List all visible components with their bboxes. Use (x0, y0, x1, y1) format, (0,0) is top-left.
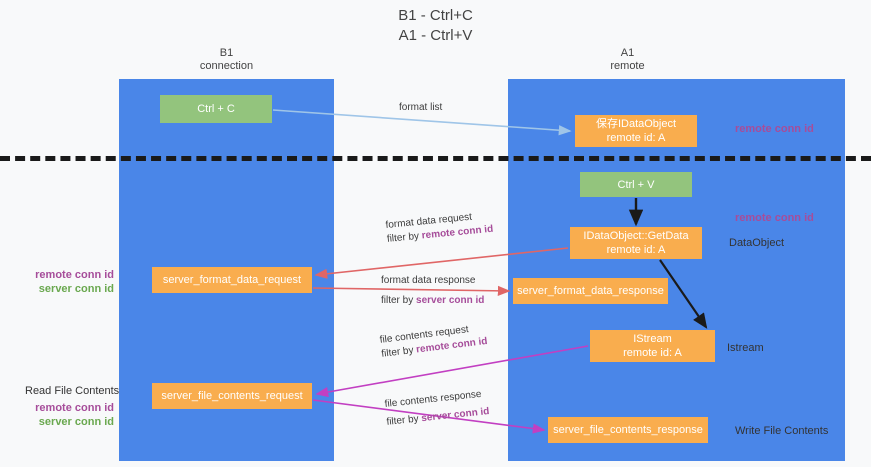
annotation-left-remote-conn-id-2: remote conn id (35, 402, 114, 414)
phase-divider (0, 156, 871, 161)
node-server-file-contents-response-label: server_file_contents_response (553, 424, 703, 436)
edge-label-file-contents-response: file contents response filter by server … (384, 387, 490, 430)
edge-label-file-contents-request: file contents request filter by remote c… (379, 321, 488, 362)
annotation-read-file-contents: Read File Contents (25, 385, 120, 397)
filter-prefix: filter by (381, 295, 417, 306)
annotation-left-conn-ids-top: remote conn id server conn id (22, 268, 114, 296)
title-line-1: B1 - Ctrl+C (398, 7, 473, 24)
node-server-format-data-request[interactable]: server_format_data_request (152, 267, 312, 293)
node-idataobject[interactable]: 保存IDataObject remote id: A (575, 115, 697, 147)
node-ctrl-v[interactable]: Ctrl + V (580, 172, 692, 197)
annotation-left-server-conn-id-2: server conn id (38, 416, 114, 428)
edge-label-format-data-response-line1: format data response (381, 275, 476, 286)
edge-label-format-data-response: format data response filter by server co… (381, 274, 484, 308)
annotation-istream: Istream (727, 342, 764, 354)
annotation-left-server-conn-id-1: server conn id (38, 283, 114, 295)
lane-header-a1-line1: A1 (620, 47, 635, 59)
node-ctrl-c-label: Ctrl + C (197, 103, 235, 115)
filter-prefix: filter by (386, 230, 423, 245)
filter-key: server conn id (420, 406, 490, 425)
lane-header-a1: A1 remote (540, 47, 715, 73)
node-server-format-data-response-label: server_format_data_response (517, 285, 664, 297)
node-idataobject-line2: remote id: A (606, 132, 666, 144)
lane-header-b1-line2: connection (199, 60, 254, 72)
lane-header-b1: B1 connection (139, 47, 314, 73)
edge-label-format-data-response-line2: filter by server conn id (381, 294, 484, 308)
node-server-format-data-request-label: server_format_data_request (162, 274, 302, 286)
annotation-left-conn-ids-bottom: remote conn id server conn id (22, 401, 114, 429)
node-ctrl-v-label: Ctrl + V (617, 178, 655, 191)
edge-label-format-data-request: format data request filter by remote con… (385, 209, 494, 247)
edge-label-format-list-text: format list (399, 102, 443, 113)
filter-key: server conn id (416, 295, 485, 306)
annotation-remote-conn-id-top: remote conn id (735, 123, 814, 135)
node-istream-line1: IStream (633, 333, 672, 345)
node-ctrl-c[interactable]: Ctrl + C (160, 95, 272, 123)
node-server-file-contents-request[interactable]: server_file_contents_request (152, 383, 312, 409)
filter-prefix: filter by (385, 413, 422, 428)
annotation-remote-conn-id-mid: remote conn id (735, 212, 814, 224)
annotation-write-file-contents: Write File Contents (735, 425, 829, 437)
annotation-left-remote-conn-id-1: remote conn id (35, 269, 114, 281)
node-istream-line2: remote id: A (623, 347, 682, 359)
annotation-dataobject: DataObject (729, 237, 785, 249)
node-server-format-data-response[interactable]: server_format_data_response (513, 278, 668, 304)
node-istream[interactable]: IStream remote id: A (590, 330, 715, 362)
node-getdata-line1: IDataObject::GetData (583, 230, 689, 242)
node-idataobject-getdata[interactable]: IDataObject::GetData remote id: A (570, 227, 702, 259)
node-server-file-contents-response[interactable]: server_file_contents_response (548, 417, 708, 443)
node-idataobject-line1: 保存IDataObject (595, 118, 677, 130)
title-line-2: A1 - Ctrl+V (398, 27, 473, 44)
node-server-file-contents-request-label: server_file_contents_request (161, 390, 303, 402)
page-title: B1 - Ctrl+C A1 - Ctrl+V (0, 6, 871, 46)
filter-prefix: filter by (380, 344, 417, 360)
node-getdata-line2: remote id: A (606, 244, 666, 256)
lane-header-a1-line2: remote (610, 60, 645, 72)
lane-header-b1-line1: B1 (219, 47, 234, 59)
edge-label-format-list: format list (399, 101, 442, 115)
